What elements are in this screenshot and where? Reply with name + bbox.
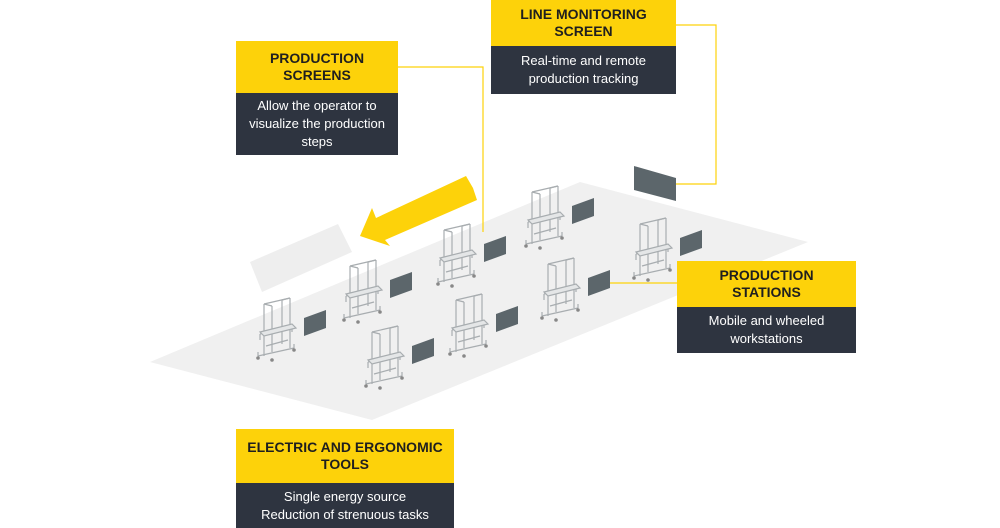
exit-pad: [250, 224, 352, 292]
production-station: [632, 217, 674, 282]
production-station: [436, 223, 478, 288]
callout-production-screens: PRODUCTION SCREENS Allow the operator to…: [236, 41, 398, 155]
callout-production-screens-description: Allow the operator to visualize the prod…: [236, 93, 398, 155]
leader-production-screens: [398, 66, 484, 232]
production-station: [364, 325, 406, 390]
flow-direction-arrow: [360, 176, 477, 246]
production-screen: [412, 338, 434, 364]
production-stations-group: [256, 185, 702, 390]
production-station: [448, 293, 490, 358]
production-screen: [304, 310, 326, 336]
callout-production-stations-title: PRODUCTION STATIONS: [677, 261, 856, 307]
callout-line-monitoring: LINE MONITORING SCREEN Real-time and rem…: [491, 0, 676, 94]
callout-production-stations: PRODUCTION STATIONS Mobile and wheeled w…: [677, 261, 856, 353]
callout-production-screens-title: PRODUCTION SCREENS: [236, 41, 398, 93]
production-station: [540, 257, 582, 322]
production-screen: [680, 230, 702, 256]
production-screen: [588, 270, 610, 296]
production-station: [342, 259, 384, 324]
factory-floor: [150, 182, 808, 420]
production-screen: [390, 272, 412, 298]
production-station: [524, 185, 566, 250]
callout-tools-title: ELECTRIC AND ERGONOMIC TOOLS: [236, 429, 454, 483]
production-screen: [496, 306, 518, 332]
line-monitoring-screen: [634, 166, 676, 201]
callout-line-monitoring-description: Real-time and remote production tracking: [491, 46, 676, 94]
production-station: [256, 297, 298, 362]
production-screen: [572, 198, 594, 224]
production-screen: [484, 236, 506, 262]
callout-production-stations-description: Mobile and wheeled workstations: [677, 307, 856, 353]
callout-line-monitoring-title: LINE MONITORING SCREEN: [491, 0, 676, 46]
callout-tools-description: Single energy source Reduction of strenu…: [236, 483, 454, 528]
callout-tools: ELECTRIC AND ERGONOMIC TOOLS Single ener…: [236, 429, 454, 528]
leader-line-monitoring: [676, 24, 717, 185]
